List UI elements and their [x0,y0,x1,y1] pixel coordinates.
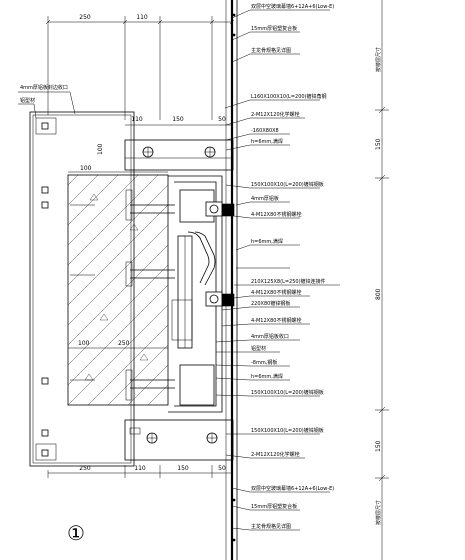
annotation-leaders [215,9,340,531]
right-edge-label-top: 按楼层尺寸 [375,47,382,72]
top-dimension-chain: 250 110 [45,14,235,120]
right-dim-150-bottom: 150 [375,440,382,452]
sub-dim-110: 110 [131,116,143,123]
bolt-square-mid-1 [41,186,49,194]
bolt-square-mid-4 [41,429,49,437]
right-dim-150-top: 150 [375,138,382,150]
annotation-18: -8mm,钢板 [251,359,277,366]
right-dim-800: 800 [375,288,382,300]
bolt-square-mid-3 [41,377,49,385]
bottom-dim-250: 250 [79,465,91,472]
curtain-wall-face [225,0,238,560]
sub-dim-150: 150 [172,116,184,123]
annotation-17: 铝型材 [251,345,266,352]
annotation-11: h=6mm,满焊 [251,238,283,245]
annotation-21: 150X100X10(L=200)镀锌钢板 [251,427,324,434]
annotation-4: L160X100X10(L=200)镀锌角钢 [251,93,327,100]
right-edge-label-bottom: 按楼层尺寸 [375,500,382,525]
annotation-5: 2-M12X120化学螺栓 [251,111,300,118]
right-dimension-chain: 150 800 150 按楼层尺寸 按楼层尺寸 [375,0,389,560]
bolt-square-mid-2 [41,201,49,209]
top-embedded-plate [124,139,234,171]
annotation-15: 4-M12X80不锈钢螺栓 [251,317,301,324]
bottom-dim-50: 50 [218,465,226,472]
left-label-aluminum-profile: 铝型材 [20,97,35,104]
left-labels: 4mm厚铝板封边收口 铝型材 [18,84,76,119]
concrete-beam [67,174,169,406]
inner-dim-100-mid: 100 [78,340,90,347]
bottom-dim-110: 110 [134,465,146,472]
bolt-square-top [41,122,49,130]
annotation-9: 4mm厚铝板 [251,195,279,202]
detail-number-marker: ① [67,521,85,545]
annotation-3: 主龙骨规格见详图 [251,47,291,54]
annotation-10: 4-M12X80不锈钢螺栓 [251,211,301,218]
annotation-8: 150X100X10(L=200)镀锌钢板 [251,181,324,188]
annotation-25: 主龙骨规格见详图 [251,523,291,530]
annotation-13: 4-M12X80不锈钢螺栓 [251,289,301,296]
inner-dimensions: 100 250 100 100 [68,143,168,349]
outer-cladding-frame [29,111,135,467]
sub-dim-50: 50 [218,116,226,123]
top-sub-dimensions: 150 50 110 [125,116,232,126]
steel-bracket-assembly [168,175,235,413]
nut-3 [205,291,223,307]
annotation-23: 双层中空玻璃幕墙6+12A+6(Low-E) [251,485,334,492]
annotation-12: 210X125X8(L=250)镀锌连接件 [251,278,326,285]
bottom-embedded-plate [124,419,234,461]
inner-dim-250: 250 [118,340,130,347]
chemical-anchor-bolts [70,189,175,401]
detail-number: ① [67,521,85,545]
annotation-20: 150X100X10(L=200)镀锌钢板 [251,389,324,396]
annotation-14: 220X80镀锌钢板 [251,300,290,307]
top-dim-1: 250 [79,14,91,21]
annotation-24: 15mm厚铝塑复合板 [251,503,297,510]
inner-dim-100-top: 100 [80,165,92,172]
annotation-6: -160X80X8 [251,128,279,134]
bottom-dim-150: 150 [177,465,189,472]
top-dim-2: 110 [136,14,148,21]
annotation-texts: 双层中空玻璃幕墙6+12A+6(Low-E) 15mm厚铝塑复合板 主龙骨规格见… [251,3,334,530]
annotation-16: 4mm厚铝板收口 [251,333,289,340]
left-label-aluminum-plate: 4mm厚铝板封边收口 [20,84,68,91]
bottom-dimension-chain: 150 50 110 250 [47,465,232,478]
annotation-2: 15mm厚铝塑复合板 [251,25,297,32]
annotation-1: 双层中空玻璃幕墙6+12A+6(Low-E) [251,3,334,10]
annotation-22: 2-M12X120化学螺栓 [251,451,300,458]
left-dim-100: 100 [97,143,104,155]
annotation-19: h=6mm,满焊 [251,373,283,380]
bolt-square-bottom [41,449,49,457]
annotation-7: h=6mm,满焊 [251,138,283,145]
nut-1 [205,201,223,217]
